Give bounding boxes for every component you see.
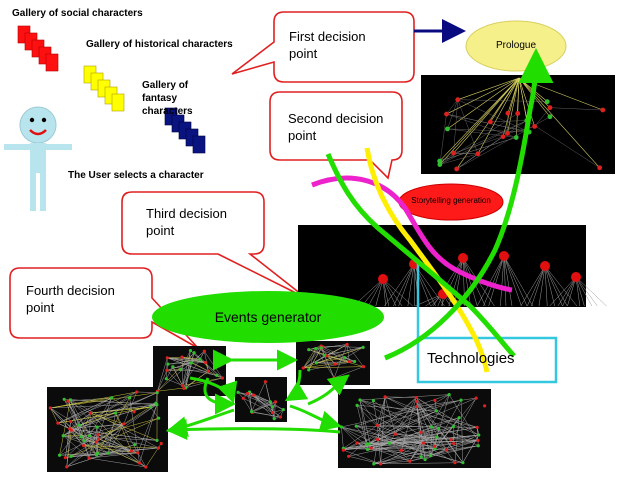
magenta-story-path bbox=[311, 175, 513, 293]
events-network-thumbnails bbox=[47, 341, 491, 472]
prologue-label: Prologue bbox=[495, 40, 537, 51]
green-story-path-main bbox=[384, 48, 554, 361]
social-cards-stack bbox=[17, 25, 59, 72]
first-callout-bubble bbox=[231, 11, 415, 83]
events-generator-label: Events generator bbox=[214, 309, 322, 325]
fantasy-cards-stack bbox=[164, 107, 206, 154]
gallery-social-label: Gallery of social characters bbox=[12, 8, 143, 19]
gallery-fantasy-label: Gallery of fantasy characters bbox=[142, 80, 193, 117]
third-callout-bubble bbox=[121, 191, 307, 299]
events-connector-arrows bbox=[166, 349, 350, 440]
third-decision-point-label: Third decision point bbox=[146, 206, 227, 238]
fourth-callout-bubble bbox=[9, 267, 199, 349]
storytelling-label: Storytelling generation bbox=[411, 196, 491, 205]
historical-cards-stack bbox=[83, 65, 125, 112]
first-decision-point-label: First decision point bbox=[289, 29, 366, 61]
second-decision-point-label: Second decision point bbox=[288, 111, 384, 143]
user-figure-icon bbox=[4, 106, 72, 211]
gallery-historical-label: Gallery of historical characters bbox=[86, 39, 233, 50]
fourth-decision-point-label: Fourth decision point bbox=[26, 283, 115, 315]
green-story-path-left bbox=[325, 153, 516, 358]
user-selects-label: The User selects a character bbox=[68, 170, 204, 181]
technologies-box bbox=[416, 336, 558, 384]
events-generator-ellipse bbox=[152, 291, 384, 343]
prologue-network-panel bbox=[421, 75, 615, 174]
storytelling-network-panel bbox=[298, 225, 607, 307]
technologies-label: Technologies bbox=[427, 350, 515, 367]
